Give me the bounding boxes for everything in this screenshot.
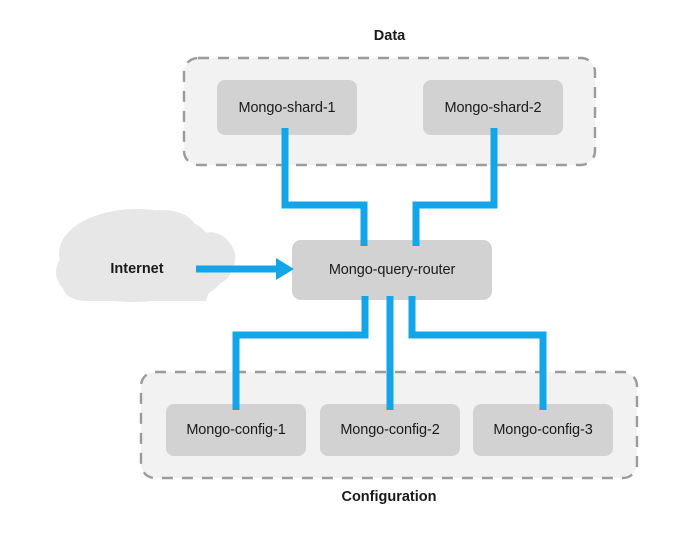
mongo-query-router-box[interactable] xyxy=(292,240,492,300)
mongo-config-1-label: Mongo-config-1 xyxy=(186,422,286,438)
mongo-shard-1-box[interactable] xyxy=(217,80,357,135)
mongo-shard-2-label: Mongo-shard-2 xyxy=(444,99,542,116)
data-group-title: Data xyxy=(373,28,406,44)
internet-cloud-shape xyxy=(56,209,236,302)
connector-router-to-config3 xyxy=(408,296,547,410)
connector-shard2-to-router xyxy=(412,128,498,246)
mongo-config-3-label: Mongo-config-3 xyxy=(493,422,593,438)
mongo-shard-2-box[interactable] xyxy=(423,80,563,135)
mongo-config-1-box[interactable] xyxy=(166,404,306,456)
mongo-config-3-box[interactable] xyxy=(473,404,613,456)
connector-router-to-config1 xyxy=(232,296,369,410)
mongo-shard-1-label: Mongo-shard-1 xyxy=(238,99,336,116)
internet-cloud-label: Internet xyxy=(110,261,164,277)
mongo-config-2-label: Mongo-config-2 xyxy=(340,422,440,438)
connector-internet-to-router xyxy=(196,258,294,280)
configuration-group-title: Configuration xyxy=(341,489,437,505)
mongo-config-2-box[interactable] xyxy=(320,404,460,456)
connector-shard1-to-router xyxy=(281,128,368,246)
mongo-query-router-label: Mongo-query-router xyxy=(328,262,456,278)
